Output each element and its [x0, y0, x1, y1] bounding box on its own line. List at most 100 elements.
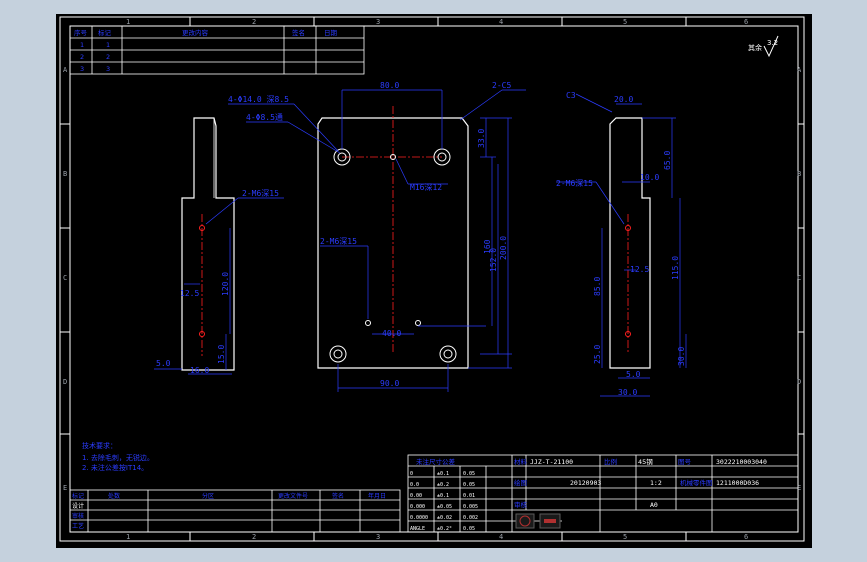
tb-date: 20120903: [570, 479, 601, 487]
sig-header: 更改文件号: [278, 492, 308, 500]
tapped-hole: [199, 331, 205, 337]
counterbore-hole: [329, 345, 347, 363]
tb-student-no: 3022210003040: [716, 458, 767, 466]
title-block: 未注尺寸公差 材料 比例 45钢 图号 绘图 审核 机械零件图 JJZ-T-21…: [407, 454, 799, 533]
technical-notes: 技术要求： 1. 去除毛刺，无锐边。 2. 未注公差按IT14。: [82, 441, 154, 472]
dim: 115.0: [671, 256, 680, 280]
through-hole: [337, 152, 347, 162]
projection-symbol: [515, 513, 561, 529]
dim: 5.0: [626, 370, 641, 379]
outer-frame: [59, 16, 805, 542]
row-label: C: [63, 274, 67, 282]
tol-range: 0.000: [410, 504, 425, 510]
dim: 120.0: [221, 272, 230, 296]
col-label: 6: [744, 18, 748, 26]
sig-header: 签名: [332, 492, 344, 500]
row-label: E: [797, 484, 801, 492]
dim: 152.0: [489, 248, 498, 272]
tapped-hole: [199, 225, 205, 231]
dim: 30.0: [618, 388, 637, 397]
tb-label: 未注尺寸公差: [416, 457, 456, 466]
chamfer-callout: 2-C5: [492, 81, 511, 90]
col-label: 6: [744, 533, 748, 541]
callout: 2-M6深15: [320, 237, 357, 246]
tb-part-name: 机械零件图: [680, 478, 713, 487]
col-label: 1: [126, 18, 130, 26]
tb-scale: 1:2: [650, 479, 662, 487]
dim: 160: [483, 239, 492, 254]
tol-b: 0.05: [463, 471, 475, 477]
tapped-hole: [415, 320, 421, 326]
dim: 20.0: [614, 95, 633, 104]
counterbore-hole: [439, 345, 457, 363]
cad-drawing: 1 2 3 4 5 6 1 2 3 4 5 6 A B C D E A B C …: [59, 16, 805, 542]
tb-label: 图号: [678, 458, 692, 466]
drawing-sheet: 1 2 3 4 5 6 1 2 3 4 5 6 A B C D E A B C …: [56, 14, 812, 548]
dim: 65.0: [663, 151, 672, 170]
tol-b: 0.01: [463, 493, 475, 499]
dim: 200.0: [499, 236, 508, 260]
tapped-hole: [365, 320, 371, 326]
tol-range: 0.00: [410, 493, 422, 499]
tb-label: 绘图: [514, 478, 527, 487]
through-hole: [443, 349, 453, 359]
tol-b: 0.05: [463, 482, 475, 488]
tol-a: ±0.05: [437, 504, 452, 510]
row-label: E: [63, 484, 67, 492]
chamfer-callout: C3: [566, 91, 576, 100]
signature-table: 标记 处数 分区 更改文件号 签名 年月日 设计 审核 工艺: [69, 489, 401, 533]
rev-header: 更改内容: [182, 28, 209, 37]
inner-frame: [69, 25, 799, 533]
through-hole: [437, 152, 447, 162]
sig-header: 分区: [202, 492, 214, 500]
tol-range: ANGLE: [410, 526, 425, 532]
col-label: 2: [252, 18, 256, 26]
sig-header: 处数: [108, 492, 120, 500]
tol-b: 0.005: [463, 504, 478, 510]
right-view-outline: [609, 117, 651, 369]
dim: 40.0: [382, 329, 401, 338]
rev-cell: 1: [80, 41, 84, 49]
tolerance-table: 0 ±0.1 0.05 0.0 ±0.2 0.05 0.00 ±0.1 0.01…: [410, 471, 478, 532]
tb-part-no: 1211000D036: [716, 479, 759, 487]
rev-header: 标记: [98, 28, 112, 37]
roughness-check-icon: [763, 35, 779, 58]
right-view: C3 20.0 65.0 10.0 115.0 2-M6深15 30.0 85.…: [556, 91, 687, 397]
tb-label: 材料: [514, 457, 528, 466]
dim: 25.0: [593, 345, 602, 364]
dim: 80.0: [380, 81, 399, 90]
dim: 10.0: [640, 173, 659, 182]
threaded-hole: [390, 154, 396, 160]
tapped-hole: [625, 331, 631, 337]
notes-line: 1. 去除毛刺，无锐边。: [82, 453, 154, 462]
row-label: B: [63, 170, 67, 178]
dim: 85.0: [593, 277, 602, 296]
dim: 33.0: [477, 129, 486, 148]
tb-label: 比例: [604, 457, 617, 466]
rev-cell: 3: [80, 65, 84, 73]
rev-cell: 1: [106, 41, 110, 49]
col-label: 4: [499, 533, 503, 541]
dim: 90.0: [380, 379, 399, 388]
tol-a: ±0.1: [437, 493, 449, 499]
tapped-hole: [625, 225, 631, 231]
tol-a: ±0.2: [437, 482, 449, 488]
projection-trapezoid-icon: [544, 519, 556, 523]
dim: 15.0: [217, 345, 226, 364]
tol-b: 0.002: [463, 515, 478, 521]
callout: 4-Φ14.0 深8.5: [228, 95, 289, 104]
row-label: C: [797, 274, 801, 282]
notes-title: 技术要求：: [82, 441, 117, 450]
sig-cell: 审核: [72, 512, 84, 520]
row-label: D: [797, 378, 801, 386]
sig-cell: 设计: [72, 502, 84, 510]
dim: 30.0: [677, 347, 686, 366]
callout: M16深12: [410, 183, 442, 192]
tb-material: 45钢: [638, 458, 653, 466]
tol-a: ±0.02: [437, 515, 452, 521]
tb-sheet: A0: [650, 501, 658, 509]
notes-line: 2. 未注公差按IT14。: [82, 463, 148, 472]
row-label: D: [63, 378, 67, 386]
revision-table: 序号 标记 更改内容 签名 日期 1 1 2 2 3 3: [69, 25, 365, 75]
col-label: 5: [623, 533, 627, 541]
